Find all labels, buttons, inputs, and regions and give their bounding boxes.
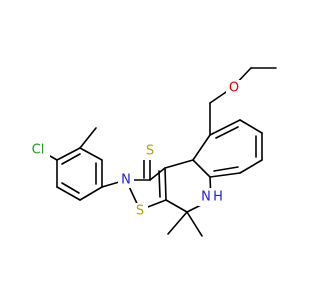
- bond: [239, 119, 263, 134]
- ring-sulfur-label: S: [136, 204, 144, 219]
- bond: [56, 186, 81, 201]
- bond: [79, 186, 103, 201]
- bond: [215, 126, 239, 139]
- bond: [165, 199, 188, 213]
- bond: [192, 159, 211, 178]
- thione-sulfur-label: S: [146, 144, 154, 159]
- bond: [186, 211, 203, 237]
- bond: [61, 182, 80, 194]
- bond: [149, 167, 166, 181]
- bond: [167, 211, 188, 235]
- bond: [56, 147, 81, 161]
- bond: [158, 170, 161, 198]
- bond: [209, 119, 241, 136]
- bond: [164, 159, 194, 169]
- ring-nitrogen-label: N: [121, 173, 131, 188]
- bond: [79, 147, 103, 161]
- amine-nitrogen-label: N: [201, 190, 211, 205]
- bond: [192, 134, 211, 161]
- bond: [164, 167, 167, 201]
- bond: [209, 172, 241, 178]
- amine-hydrogen-label: H: [213, 190, 223, 205]
- bond: [61, 153, 81, 165]
- molecule-structure: S S N N H Cl O: [28, 67, 277, 237]
- chlorine-label: Cl: [32, 143, 45, 158]
- ether-oxygen-label: O: [229, 81, 239, 96]
- bond: [79, 127, 97, 149]
- bond: [213, 166, 239, 172]
- atom-labels: S S N N H Cl O: [28, 80, 242, 219]
- bond: [239, 159, 263, 174]
